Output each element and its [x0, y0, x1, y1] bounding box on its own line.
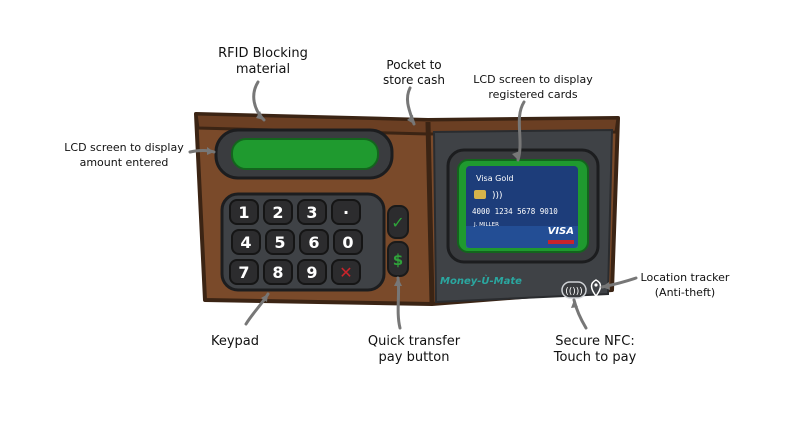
keypad-key-label: 2 — [272, 203, 283, 222]
card-chip-icon — [474, 190, 486, 199]
keypad-key-label: 1 — [238, 203, 249, 222]
nfc-pad[interactable] — [561, 281, 587, 299]
label-location: Location tracker(Anti-theft) — [640, 271, 730, 299]
keypad-key-label: 6 — [308, 233, 319, 252]
keypad-key[interactable] — [231, 229, 261, 255]
location-pin-icon — [590, 279, 602, 298]
keypad-key-label: ✕ — [339, 263, 352, 282]
label-nfc: Secure NFC:Touch to pay — [553, 334, 637, 365]
keypad-key[interactable] — [331, 199, 361, 225]
lcd-amount-screen — [231, 138, 379, 170]
card-brand: VISA — [548, 226, 574, 237]
keypad-key[interactable] — [333, 229, 363, 255]
keypad-key-label: 5 — [274, 233, 285, 252]
confirm-icon: ✓ — [391, 213, 404, 232]
card-name: Visa Gold — [476, 174, 514, 183]
keypad-key[interactable] — [297, 199, 327, 225]
card-contactless-icon: ))) — [492, 191, 503, 201]
wallet-fold — [425, 121, 435, 303]
label-keypad: Keypad — [210, 334, 260, 349]
keypad-key[interactable] — [297, 259, 327, 285]
dollar-icon: $ — [393, 251, 403, 269]
keypad-key-label: · — [343, 203, 349, 222]
quick-pay-button[interactable] — [387, 241, 409, 277]
brand-logo: Money-Ù-Mate — [440, 273, 522, 287]
nfc-icon: (())) — [565, 287, 583, 297]
keypad-key-label: 4 — [240, 233, 251, 252]
card-holder: J. MILLER — [473, 222, 499, 228]
card-number: 4000 1234 5678 9010 — [472, 207, 558, 216]
keypad-key-label: 0 — [342, 233, 353, 252]
keypad-key[interactable] — [265, 229, 295, 255]
keypad-key[interactable] — [263, 199, 293, 225]
keypad-key-label: 8 — [272, 263, 283, 282]
confirm-button[interactable] — [387, 205, 409, 239]
keypad-key[interactable] — [263, 259, 293, 285]
keypad-key[interactable] — [229, 199, 259, 225]
keypad-key[interactable] — [299, 229, 329, 255]
keypad-key-label: 3 — [306, 203, 317, 222]
keypad-key[interactable] — [229, 259, 259, 285]
keypad-key[interactable] — [331, 259, 361, 285]
keypad-key-label: 7 — [238, 263, 249, 282]
keypad-key-label: 9 — [306, 263, 317, 282]
